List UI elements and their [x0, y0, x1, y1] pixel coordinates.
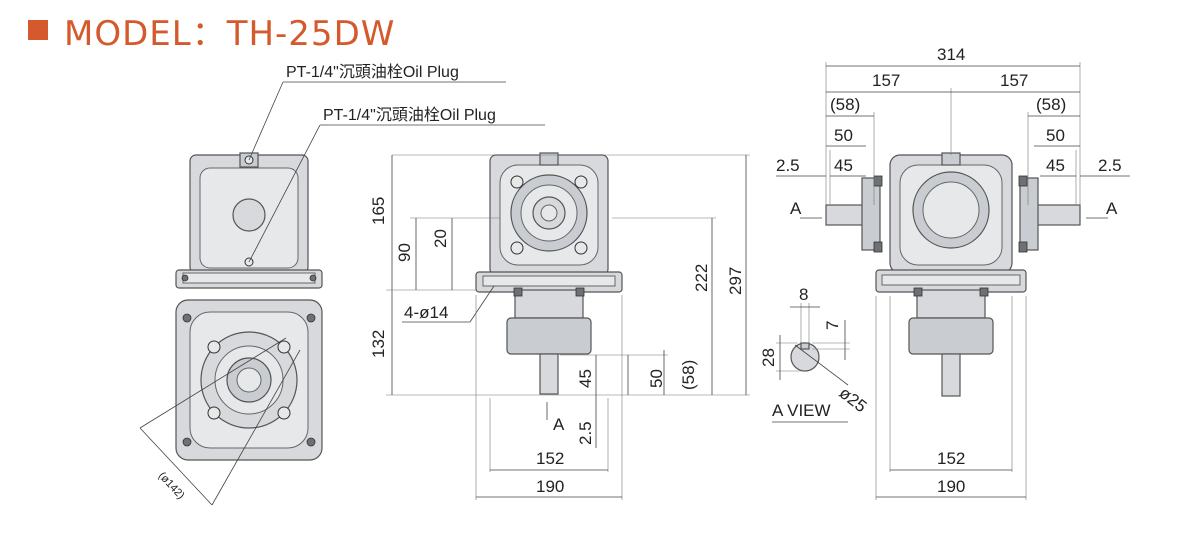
front-arrow-a: A	[553, 415, 565, 434]
dim-152-front: 152	[536, 449, 564, 468]
dim-58-right: (58)	[1036, 95, 1066, 114]
dim-45: 45	[576, 369, 595, 388]
a-view-detail	[790, 342, 820, 372]
left-top-view	[175, 152, 323, 289]
dim-58-v: (58)	[679, 360, 698, 390]
dim-157-right: 157	[1000, 71, 1028, 90]
dim-45-left: 45	[834, 156, 853, 175]
dim-157-left: 157	[872, 71, 900, 90]
side-view	[825, 152, 1081, 397]
pcd-label: (ø142)	[156, 470, 187, 502]
oil-plug-label-2: PT-1/4"沉頭油栓Oil Plug	[323, 106, 496, 124]
dim-314: 314	[937, 45, 965, 64]
side-arrow-a-right: A	[1106, 199, 1118, 218]
dim-2-5-v: 2.5	[576, 421, 595, 445]
model-header: MODEL：TH-25DW	[28, 10, 395, 54]
oil-plug-label-1: PT-1/4"沉頭油栓Oil Plug	[286, 63, 459, 81]
dim-key-8: 8	[799, 285, 808, 304]
a-view-label: A VIEW	[772, 401, 831, 420]
model-title: MODEL：TH-25DW	[64, 13, 396, 54]
dim-222: 222	[692, 264, 711, 292]
dim-key-7: 7	[823, 321, 842, 330]
dim-50: 50	[647, 369, 666, 388]
dim-20: 20	[431, 229, 450, 248]
dim-297: 297	[726, 267, 745, 295]
dim-132: 132	[369, 330, 388, 358]
left-bottom-view	[175, 299, 323, 461]
dim-key-25: ø25	[836, 383, 871, 416]
dim-key-28: 28	[759, 348, 778, 367]
dim-190-side: 190	[937, 477, 965, 496]
holes-label: 4-ø14	[404, 303, 448, 322]
dim-2-5-left: 2.5	[776, 156, 800, 175]
dim-50-right: 50	[1046, 126, 1065, 145]
dim-2-5-right: 2.5	[1098, 156, 1122, 175]
dim-58-left: (58)	[830, 95, 860, 114]
dim-152-side: 152	[937, 449, 965, 468]
dim-90: 90	[395, 243, 414, 262]
dim-165: 165	[369, 197, 388, 225]
header-square-icon	[28, 20, 48, 40]
side-arrow-a-left: A	[790, 199, 802, 218]
front-view	[475, 152, 623, 395]
dim-45-right: 45	[1046, 156, 1065, 175]
dim-50-left: 50	[834, 126, 853, 145]
dim-190-front: 190	[536, 477, 564, 496]
